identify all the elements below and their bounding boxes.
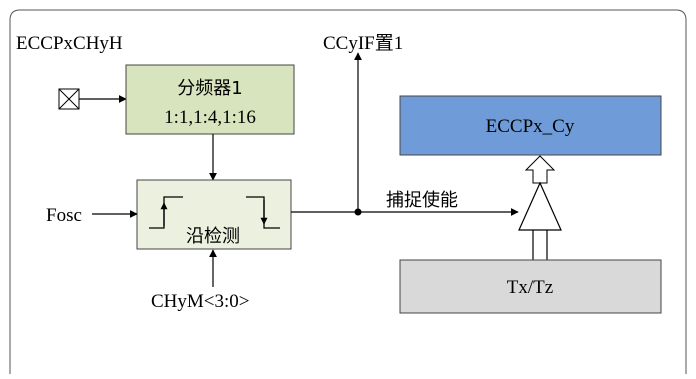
timer-block: Tx/Tz [399,259,662,314]
hollow-up-arrow-icon [524,155,556,184]
prescaler-box [125,64,295,135]
edge-detect-box [136,179,292,250]
timer-box [399,259,662,314]
prescaler-block: 分频器1 1:1,1:4,1:16 [125,64,295,135]
edge-detect-block: 沿检测 [136,179,292,250]
output-block: ECCPx_Cy [399,95,662,156]
module-frame [9,9,687,374]
edge-rising-icon [149,196,183,229]
tristate-buffer-icon [518,181,562,231]
timer-label: Tx/Tz [507,277,553,298]
mode-label: CHyM<3:0> [151,291,250,312]
flag-label: CCyIF置1 [323,33,403,54]
output-label: ECCPx_Cy [486,116,575,137]
input-pin-x-box-icon [58,88,80,110]
frame-label: ECCPxCHyH [16,33,123,54]
output-box [399,95,662,156]
capture-enable-label: 捕捉使能 [386,190,458,211]
edge-falling-icon [246,196,280,229]
fosc-label: Fosc [46,205,82,226]
edge-detect-label: 沿检测 [186,226,240,247]
prescaler-title: 分频器1 [177,78,242,99]
prescaler-ratios: 1:1,1:4,1:16 [164,107,256,128]
